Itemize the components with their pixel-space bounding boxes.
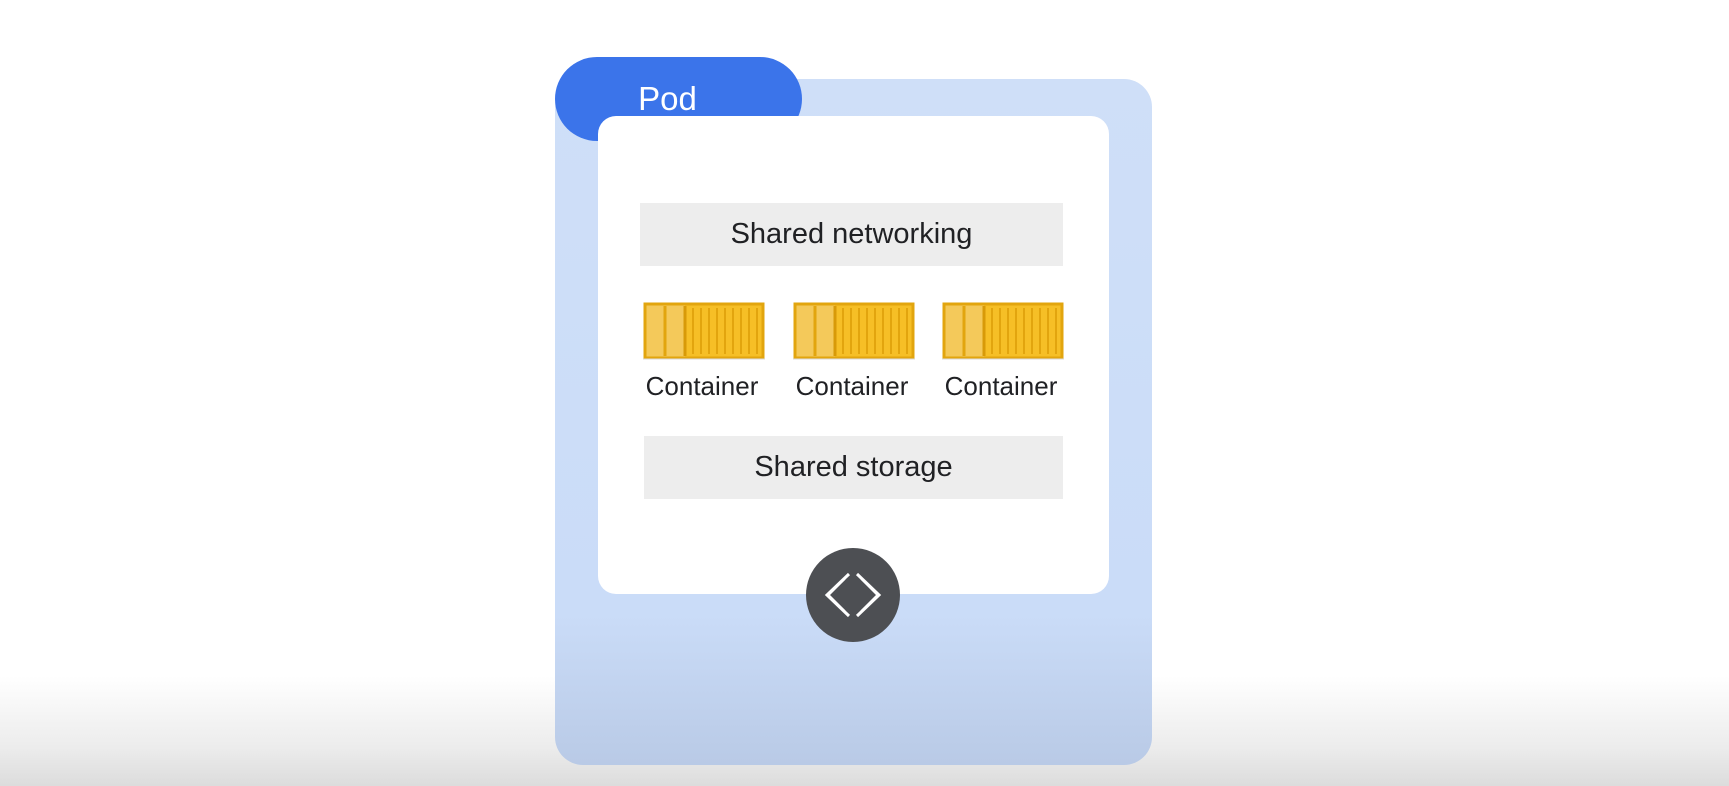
shared-networking-label: Shared networking	[730, 218, 973, 250]
shared-storage-bar: Shared storage	[644, 436, 1063, 499]
container-2: Container	[787, 302, 917, 402]
shared-storage-label: Shared storage	[754, 451, 953, 483]
code-brackets-icon	[824, 572, 882, 618]
container-label: Container	[944, 371, 1058, 401]
pod-label: Pod	[638, 80, 697, 117]
container-label: Container	[645, 371, 759, 401]
container-3: Container	[936, 302, 1066, 402]
code-button[interactable]	[806, 548, 900, 642]
shipping-container-icon	[793, 302, 915, 360]
container-label: Container	[795, 371, 909, 401]
shipping-container-icon	[942, 302, 1064, 360]
shared-networking-bar: Shared networking	[640, 203, 1063, 266]
container-1: Container	[637, 302, 767, 402]
shipping-container-icon	[643, 302, 765, 360]
